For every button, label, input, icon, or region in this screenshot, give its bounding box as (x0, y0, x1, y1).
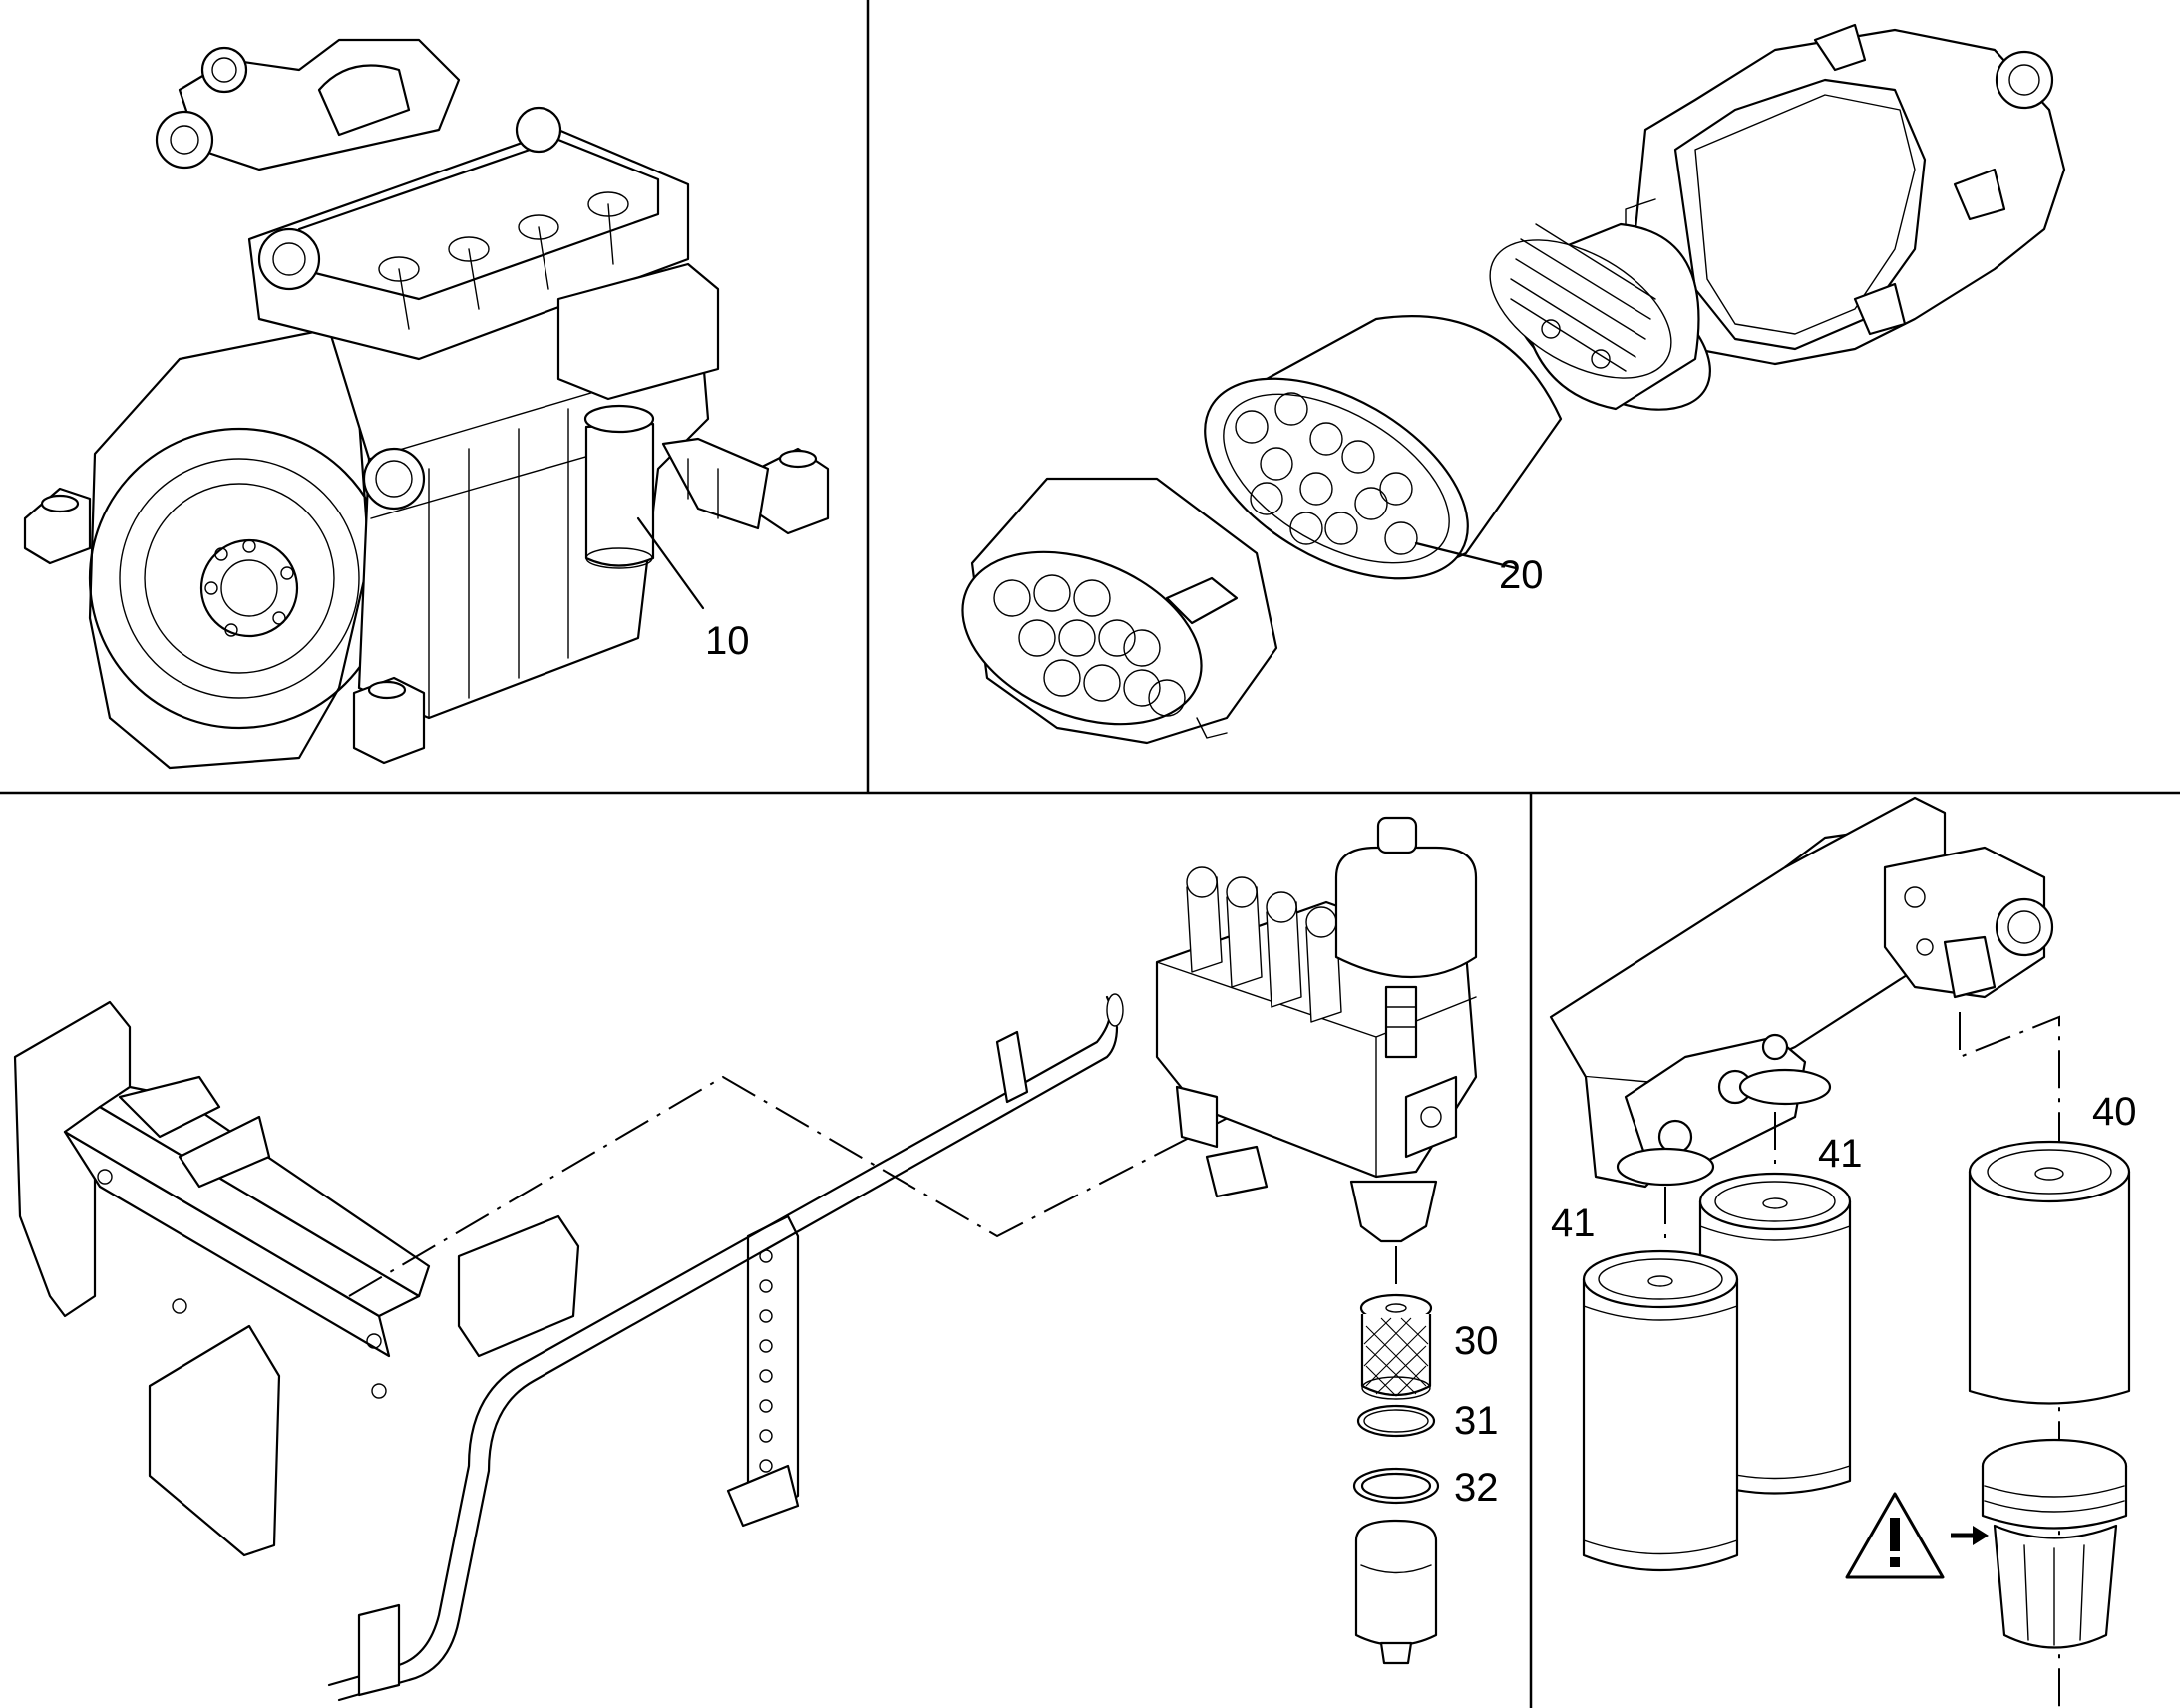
fuel-filter-head-bracket (1549, 796, 2054, 1189)
leader-10 (636, 516, 705, 610)
callout-31: 31 (1454, 1399, 1499, 1443)
hydraulic-filter-element-30[interactable] (1359, 1293, 1433, 1400)
callout-41-rear: 41 (1818, 1132, 1863, 1176)
water-separator-bowl (1981, 1438, 2128, 1649)
filter-bowl (1354, 1519, 1438, 1665)
o-ring-31[interactable] (1356, 1404, 1436, 1438)
callout-10: 10 (705, 619, 750, 663)
callout-30: 30 (1454, 1319, 1499, 1363)
leader-20 (1414, 541, 1518, 570)
frame-bracket-assembly (13, 993, 1124, 1702)
safety-element (1489, 222, 1711, 411)
callout-32: 32 (1454, 1466, 1499, 1510)
air-filter-housing-front (961, 477, 1278, 745)
oil-filter-10[interactable] (583, 404, 655, 569)
callout-40: 40 (2092, 1090, 2137, 1134)
fuel-filter-40[interactable] (1968, 1140, 2131, 1405)
seal-ring-32[interactable] (1352, 1467, 1440, 1505)
warning-triangle-icon (1845, 1492, 1945, 1579)
arrow-right-icon (1951, 1526, 1989, 1545)
guide-line-hydraulic (348, 1066, 1327, 1297)
hydraulic-valve-block (1155, 816, 1478, 1243)
engine-assembly (23, 38, 830, 770)
callout-20: 20 (1499, 553, 1544, 597)
callout-41-front: 41 (1551, 1201, 1596, 1245)
fuel-filter-41-front[interactable] (1582, 1249, 1739, 1572)
air-filter-element-20[interactable] (1171, 315, 1563, 620)
air-filter-housing-rear (1625, 23, 2066, 366)
